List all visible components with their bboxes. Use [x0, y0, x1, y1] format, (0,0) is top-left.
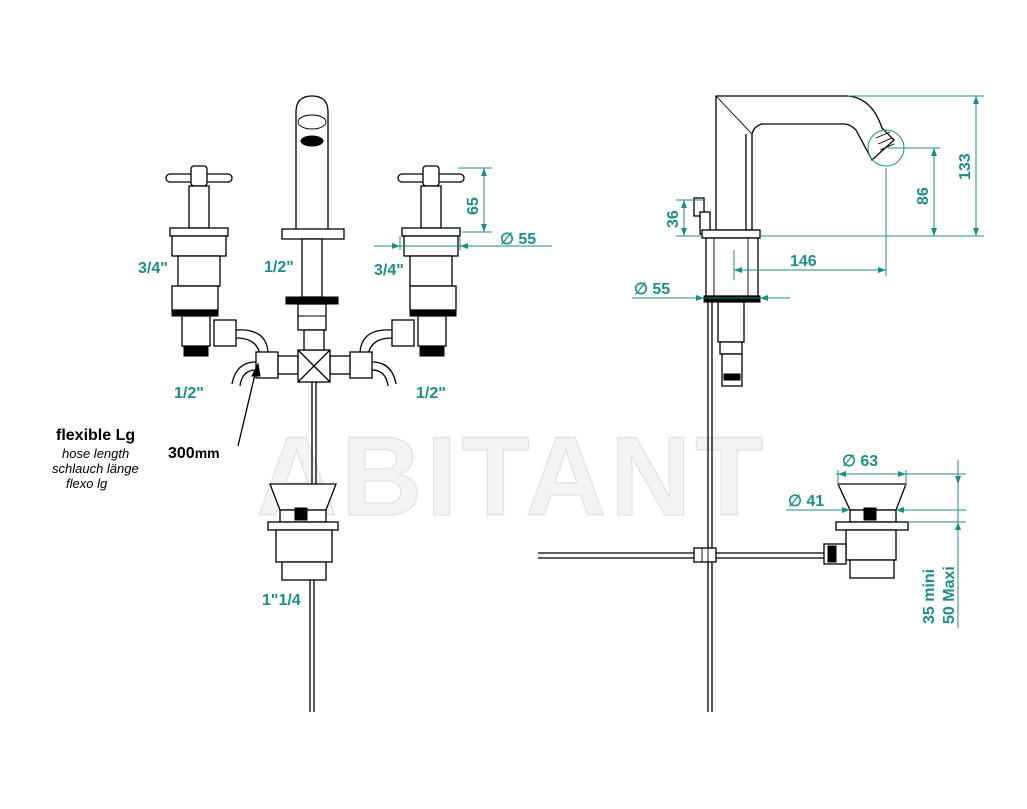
hose-note-line-1: hose length	[62, 446, 129, 461]
hose-length-text: 300mm	[168, 445, 220, 462]
front-view: 3/4" 1/2" 3/4" 1/2" 1/2" 1"1/4 65 ∅ 55 f…	[52, 95, 552, 712]
waste-assembly	[267, 483, 339, 712]
dim-outlet-height: 86	[888, 147, 940, 236]
dim-handle-height: 65	[458, 167, 492, 233]
dim-flange-diameter: ∅ 55	[374, 231, 552, 250]
dim-55-side-text: ∅ 55	[634, 281, 670, 298]
dim-55-front-text: ∅ 55	[500, 231, 536, 248]
watermark-text: ABITANT	[256, 414, 767, 539]
dim-total-height: 133	[760, 95, 984, 237]
dim-base-height: 36	[665, 199, 704, 237]
left-outlet-label: 1/2"	[174, 385, 204, 402]
dim-86-text: 86	[915, 187, 932, 205]
connection-hoses	[231, 329, 397, 484]
hose-note: flexible Lg hose length schlauch länge f…	[52, 362, 261, 491]
dim-waste-thickness: 35 mini 50 Maxi	[908, 460, 966, 628]
dim-63-text: ∅ 63	[842, 453, 878, 470]
spout	[281, 95, 345, 331]
side-view: 133 86 36 146	[538, 95, 984, 712]
dim-projection: 146	[733, 168, 887, 280]
dim-waste-body: ∅ 41	[786, 493, 966, 513]
right-valve	[391, 165, 465, 357]
dim-41-text: ∅ 41	[788, 493, 824, 510]
side-spout	[715, 95, 895, 231]
dim-146-text: 146	[790, 253, 817, 270]
dim-50-maxi-text: 50 Maxi	[941, 566, 958, 624]
spout-inlet-label: 1/2"	[264, 259, 294, 276]
waste-size-label: 1"1/4	[262, 592, 301, 609]
hose-note-title: flexible Lg	[56, 427, 135, 444]
right-inlet-label: 3/4"	[374, 262, 404, 279]
dim-36-text: 36	[665, 210, 682, 228]
dim-base-diameter: ∅ 55	[632, 281, 790, 301]
right-outlet-label: 1/2"	[416, 385, 446, 402]
left-valve	[165, 165, 237, 357]
dim-waste-flange: ∅ 63	[836, 453, 966, 486]
left-inlet-label: 3/4"	[138, 260, 168, 277]
dim-35-mini-text: 35 mini	[921, 569, 938, 624]
hose-note-line-3: flexo lg	[66, 476, 108, 491]
dim-65-text: 65	[465, 197, 482, 215]
hose-note-line-2: schlauch länge	[52, 461, 139, 476]
dim-133-text: 133	[957, 153, 974, 180]
waste-detail: ∅ 63 ∅ 41 35 mini 50 Maxi	[786, 453, 966, 628]
